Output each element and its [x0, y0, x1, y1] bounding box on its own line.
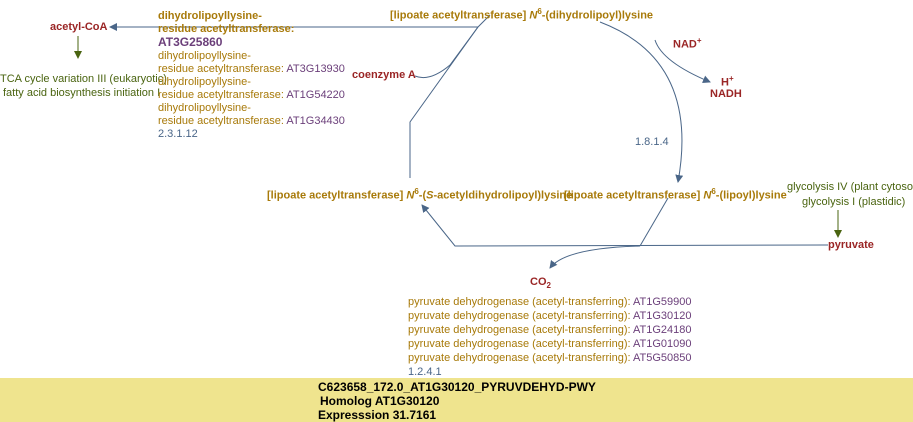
metabolite-h[interactable]: H+ [721, 72, 734, 90]
enzyme-name[interactable]: pyruvate dehydrogenase (acetyl-transferr… [408, 338, 631, 350]
label: [lipoate acetyltransferase] [564, 189, 704, 202]
enzyme-line2[interactable]: residue acetyltransferase: [158, 89, 284, 101]
ec-number[interactable]: 1.8.1.4 [635, 136, 669, 148]
label: CO [530, 276, 547, 288]
metabolite-acetyl-coa[interactable]: acetyl-CoA [50, 21, 108, 33]
pathway-glycolysis-i[interactable]: glycolysis I (plastidic) [802, 196, 906, 208]
label: [lipoate acetyltransferase] [267, 189, 407, 202]
label: -acetyldihydrolipoyl)lysine [433, 189, 573, 202]
label: H [721, 76, 729, 89]
label: 6 [711, 187, 716, 196]
label: NAD [673, 38, 697, 51]
co2-curve [549, 245, 641, 269]
label: N [529, 9, 538, 22]
protein-dihydrolipoyl-lysine[interactable]: [lipoate acetyltransferase] N6-(dihydrol… [390, 5, 653, 23]
nad-curve [654, 39, 711, 83]
enzyme-line1[interactable]: dihydrolipoyllysine- [158, 50, 251, 62]
label: -( [418, 189, 427, 202]
enzyme-name[interactable]: pyruvate dehydrogenase (acetyl-transferr… [408, 310, 631, 322]
enzyme-row: residue acetyltransferase: AT1G34430 [158, 115, 345, 128]
enzyme-line1[interactable]: dihydrolipoyllysine- [158, 102, 251, 114]
label: + [728, 74, 734, 83]
gene-id[interactable]: AT1G34430 [286, 115, 345, 127]
label: 6 [414, 187, 419, 196]
label: N [406, 189, 415, 202]
label: -(dihydrolipoyl)lysine [541, 9, 654, 22]
arc-left-upper [409, 14, 491, 178]
enzyme-row: pyruvate dehydrogenase (acetyl-transferr… [408, 310, 692, 323]
protein-lipoyl-lysine[interactable]: [lipoate acetyltransferase] N6-(lipoyl)l… [564, 185, 787, 203]
enzyme-line2[interactable]: residue acetyltransferase: [158, 115, 284, 127]
enzyme-row: pyruvate dehydrogenase (acetyl-transferr… [408, 324, 692, 337]
footer-homolog: Homolog AT1G30120 [320, 394, 440, 408]
enzyme-row: pyruvate dehydrogenase (acetyl-transferr… [408, 352, 692, 365]
gene-id[interactable]: AT3G13930 [286, 63, 345, 75]
enzyme-row: pyruvate dehydrogenase (acetyl-transferr… [408, 338, 692, 351]
pathway-glycolysis-iv[interactable]: glycolysis IV (plant cytosol) [787, 181, 913, 193]
label: + [696, 36, 702, 45]
label: [lipoate acetyltransferase] [390, 9, 530, 22]
label: -(lipoyl)lysine [715, 189, 787, 202]
gene-id[interactable]: AT1G01090 [633, 338, 692, 350]
gene-id[interactable]: AT1G54220 [286, 89, 345, 101]
pathway-fatty-acid[interactable]: fatty acid biosynthesis initiation I [3, 87, 161, 99]
label: 2 [546, 281, 551, 291]
gene-id[interactable]: AT1G30120 [633, 310, 692, 322]
gene-id[interactable]: AT1G59900 [633, 296, 692, 308]
ec-number[interactable]: 1.2.4.1 [408, 366, 442, 378]
enzyme-row: pyruvate dehydrogenase (acetyl-transferr… [408, 296, 692, 309]
metabolite-nadh[interactable]: NADH [710, 88, 742, 100]
metabolite-nad[interactable]: NAD+ [673, 34, 702, 52]
pyruvate-line [421, 204, 829, 247]
protein-acetyldihydrolipoyl-lysine[interactable]: [lipoate acetyltransferase] N6-(S-acetyl… [267, 185, 572, 203]
label: N [703, 189, 712, 202]
enzyme-line2[interactable]: residue acetyltransferase: [158, 63, 284, 75]
coenzyme-a-link [414, 26, 479, 79]
gene-main[interactable]: AT3G25860 [158, 35, 223, 49]
enzyme-main-line2[interactable]: residue acetyltransferase: [158, 23, 295, 35]
enzyme-name[interactable]: pyruvate dehydrogenase (acetyl-transferr… [408, 352, 631, 364]
ec-number[interactable]: 2.3.1.12 [158, 128, 198, 140]
enzyme-name[interactable]: pyruvate dehydrogenase (acetyl-transferr… [408, 296, 631, 308]
gene-id[interactable]: AT1G24180 [633, 324, 692, 336]
pathway-tca-cycle[interactable]: TCA cycle variation III (eukaryotic) [0, 73, 167, 85]
metabolite-co2[interactable]: CO2 [530, 276, 551, 292]
metabolite-pyruvate[interactable]: pyruvate [828, 239, 874, 251]
arc-right [599, 21, 684, 183]
enzyme-row: residue acetyltransferase: AT1G54220 [158, 89, 345, 102]
enzyme-main-line1[interactable]: dihydrolipoyllysine- [158, 10, 262, 22]
footer-expression: Expresssion 31.7161 [318, 408, 437, 422]
gene-id[interactable]: AT5G50850 [633, 352, 692, 364]
enzyme-row: residue acetyltransferase: AT3G13930 [158, 63, 345, 76]
enzyme-line1[interactable]: dihydrolipoyllysine- [158, 76, 251, 88]
label: 6 [537, 7, 542, 16]
footer-id: C623658_172.0_AT1G30120_PYRUVDEHYD-PWY [318, 380, 596, 394]
lipoyl-branch [639, 197, 669, 247]
info-footer: C623658_172.0_AT1G30120_PYRUVDEHYD-PWY H… [0, 378, 913, 422]
label: S [426, 189, 434, 202]
enzyme-name[interactable]: pyruvate dehydrogenase (acetyl-transferr… [408, 324, 631, 336]
metabolite-coenzyme-a[interactable]: coenzyme A [352, 69, 416, 81]
